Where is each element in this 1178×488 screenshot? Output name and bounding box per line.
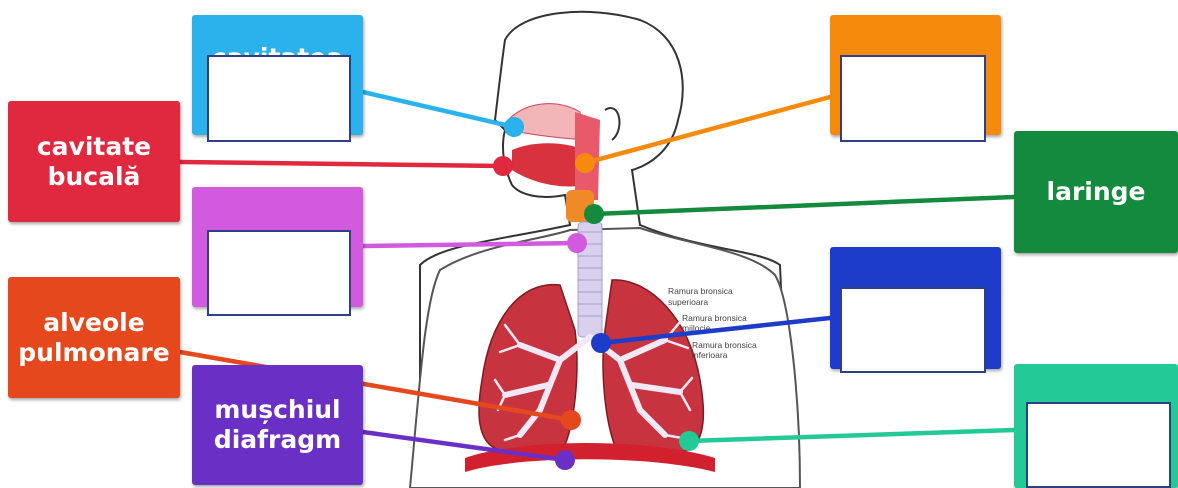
connector-oral bbox=[180, 162, 503, 166]
label-alveole-pulmonare[interactable]: alveole pulmonare bbox=[8, 277, 180, 398]
label-laringe-text: laringe bbox=[1047, 177, 1146, 207]
bronchi-upper-label-2: superioara bbox=[668, 297, 708, 307]
label-alveole-text: alveole pulmonare bbox=[18, 308, 169, 368]
connector-larynx bbox=[594, 197, 1014, 214]
drop-zone-trachea[interactable] bbox=[207, 230, 351, 316]
bronchi-upper-label-1: Ramura bronsica bbox=[668, 286, 733, 296]
label-laringe[interactable]: laringe bbox=[1014, 131, 1178, 253]
bronchi-lower-label-1: Ramura bronsica bbox=[692, 340, 757, 350]
label-muschiul-text: mușchiul diafragm bbox=[214, 395, 341, 455]
dot-lungs bbox=[679, 431, 699, 451]
dot-bronchi bbox=[591, 333, 611, 353]
dot-pharynx bbox=[575, 153, 595, 173]
drop-zone-pharynx[interactable] bbox=[840, 55, 986, 142]
dot-nasal bbox=[504, 117, 524, 137]
drop-zone-nasal[interactable] bbox=[207, 55, 351, 142]
dot-trachea bbox=[567, 233, 587, 253]
drop-zone-lungs[interactable] bbox=[1026, 402, 1171, 488]
bronchi-lower-label-2: inferioara bbox=[692, 350, 728, 360]
dot-alveoli bbox=[561, 410, 581, 430]
connector-nasal bbox=[363, 92, 514, 127]
bronchi-middle-label-1: Ramura bronsica bbox=[682, 313, 747, 323]
dot-oral bbox=[493, 156, 513, 176]
dot-diaphragm bbox=[555, 450, 575, 470]
label-muschiul-diafragm[interactable]: mușchiul diafragm bbox=[192, 365, 363, 485]
drop-zone-bronchi[interactable] bbox=[840, 287, 986, 373]
dot-larynx bbox=[584, 204, 604, 224]
label-cavitate-bucala-text: cavitate bucală bbox=[37, 132, 151, 192]
label-cavitate-bucala[interactable]: cavitate bucală bbox=[8, 101, 180, 222]
connector-trachea bbox=[363, 243, 577, 246]
